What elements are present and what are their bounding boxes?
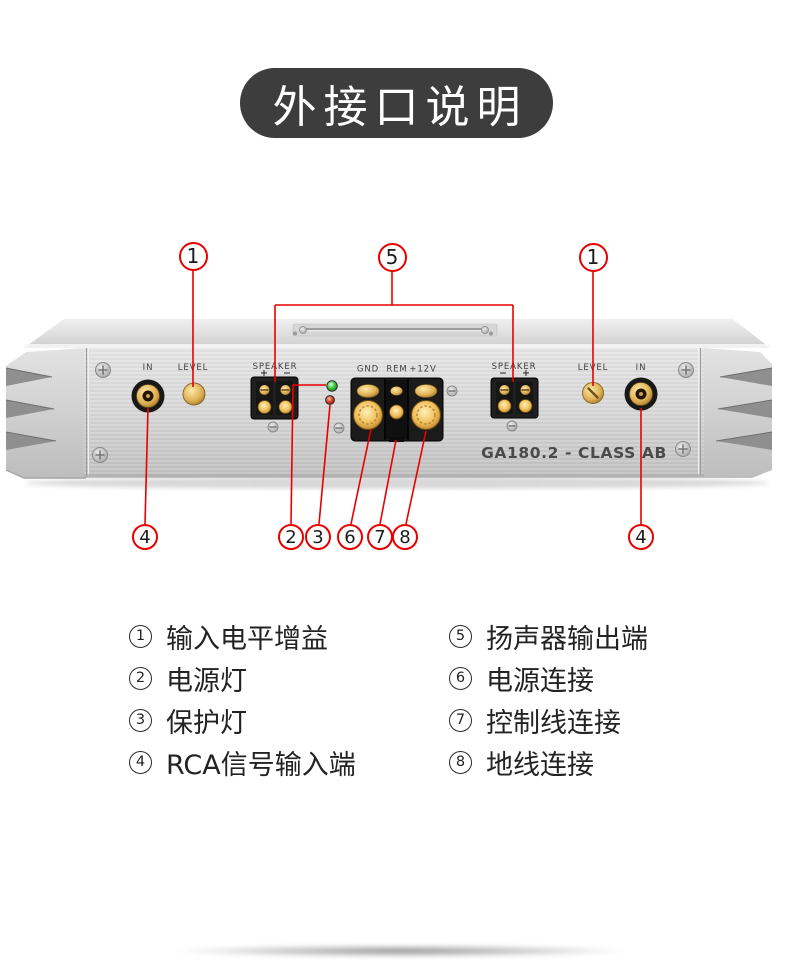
protect-led — [325, 395, 335, 405]
legend-label-1: 输入电平增益 — [166, 623, 328, 655]
legend-num-5: 5 — [449, 624, 472, 648]
legend-num-2: 2 — [129, 666, 152, 690]
legend-num-3: 3 — [129, 708, 152, 732]
speaker-terminal-right — [490, 377, 539, 419]
callout-speaker-outputs: 5 — [377, 242, 407, 272]
legend-item-2: 2 电源灯 — [129, 657, 356, 699]
legend-item-4: 4 RCA信号输入端 — [129, 741, 356, 783]
power-led — [326, 380, 338, 392]
callout-power-led: 2 — [278, 524, 304, 550]
legend-label-3: 保护灯 — [166, 707, 247, 739]
legend-num-8: 8 — [449, 750, 472, 774]
label-in-right: IN — [636, 363, 647, 373]
label-in-left: IN — [143, 363, 154, 373]
callout-level-left: 1 — [178, 241, 208, 271]
rca-input-left — [131, 379, 165, 413]
label-level-left: LEVEL — [178, 363, 209, 373]
legend-label-5: 扬声器输出端 — [486, 623, 648, 655]
legend-label-7: 控制线连接 — [486, 707, 621, 739]
panel-screws — [92, 362, 694, 463]
legend-column-right: 5 扬声器输出端 6 电源连接 7 控制线连接 8 地线连接 — [449, 615, 648, 783]
label-gnd: GND — [357, 365, 379, 375]
heatsink-right-icon — [704, 348, 773, 478]
legend-label-8: 地线连接 — [486, 749, 594, 781]
label-speaker-left-plus: + — [260, 368, 268, 379]
model-label: GA180.2 - CLASS AB — [481, 444, 667, 462]
screw-icon — [678, 362, 694, 378]
legend-num-6: 6 — [449, 666, 472, 690]
screw-icon — [267, 421, 279, 433]
legend-item-1: 1 输入电平增益 — [129, 615, 356, 657]
label-speaker-right-plus: + — [522, 368, 530, 379]
legend-label-6: 电源连接 — [486, 665, 594, 697]
legend-label-4: RCA信号输入端 — [166, 749, 356, 781]
legend-label-2: 电源灯 — [166, 665, 247, 697]
level-knob-left — [182, 382, 206, 406]
rca-input-right — [624, 377, 658, 411]
screw-icon — [506, 420, 518, 432]
handle-screw-icon — [481, 326, 489, 334]
top-deck — [24, 319, 770, 348]
label-speaker-left-minus: − — [283, 368, 291, 379]
screw-icon — [95, 362, 111, 378]
callout-rca-left: 4 — [132, 524, 158, 550]
page-title: 外接口说明 — [272, 82, 528, 133]
legend-num-7: 7 — [449, 708, 472, 732]
callout-protect-led: 3 — [305, 524, 331, 550]
callout-12v: 8 — [392, 524, 418, 550]
legend-item-6: 6 电源连接 — [449, 657, 648, 699]
callout-rca-right: 4 — [628, 524, 654, 550]
handle-screw-icon — [299, 326, 307, 334]
power-terminal-block — [350, 377, 444, 442]
screw-icon — [92, 447, 108, 463]
legend-column-left: 1 输入电平增益 2 电源灯 3 保护灯 4 RCA信号输入端 — [129, 615, 356, 783]
screw-icon — [675, 441, 691, 457]
legend-item-5: 5 扬声器输出端 — [449, 615, 648, 657]
speaker-terminal-left — [250, 376, 299, 420]
heatsink-left-icon — [5, 348, 86, 479]
level-knob-right — [582, 382, 604, 404]
callout-level-right: 1 — [578, 242, 608, 272]
legend-num-1: 1 — [129, 624, 152, 648]
screw-icon — [446, 385, 458, 397]
legend-item-7: 7 控制线连接 — [449, 699, 648, 741]
amp-shadow — [25, 477, 769, 489]
section-divider-shadow — [85, 942, 717, 960]
label-12v: +12V — [409, 365, 436, 375]
title-badge: 外接口说明 — [240, 68, 553, 138]
screw-icon — [333, 422, 345, 434]
amplifier-photo: IN LEVEL SPEAKER + − GND REM +12V SPEAKE… — [5, 319, 773, 489]
legend-item-8: 8 地线连接 — [449, 741, 648, 783]
callout-rem: 7 — [367, 524, 393, 550]
legend-num-4: 4 — [129, 750, 152, 774]
legend-item-3: 3 保护灯 — [129, 699, 356, 741]
label-level-right: LEVEL — [578, 363, 609, 373]
label-rem: REM — [386, 365, 407, 375]
callout-gnd: 6 — [337, 524, 363, 550]
label-speaker-right-minus: − — [499, 368, 507, 379]
